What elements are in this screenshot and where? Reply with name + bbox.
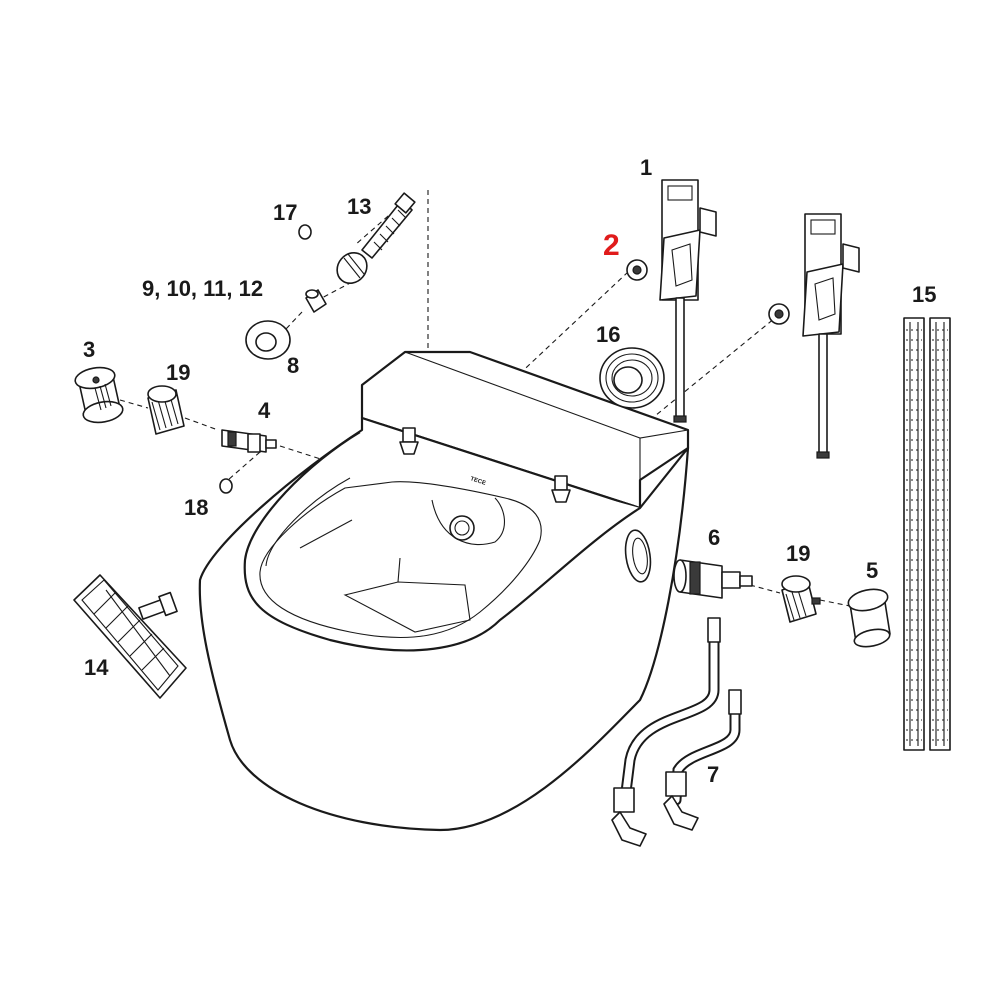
o-ring-part-18 [219, 478, 233, 494]
knob-part-19-right [781, 575, 821, 623]
valve-part-6 [673, 559, 753, 599]
label-part-16: 16 [596, 322, 620, 347]
label-part-17: 17 [273, 200, 297, 225]
label-part-19-right: 19 [786, 541, 810, 566]
grid-part-14 [73, 574, 187, 699]
plug-part-9-12 [305, 289, 327, 313]
label-part-5: 5 [866, 558, 878, 583]
seal-ring-part-16 [599, 347, 665, 409]
label-part-18: 18 [184, 495, 208, 520]
hose-part-13 [336, 192, 416, 285]
label-part-7: 7 [707, 762, 719, 787]
label-part-19-left: 19 [166, 360, 190, 385]
label-part-15: 15 [912, 282, 936, 307]
flush-mechanism-part-1 [659, 179, 717, 423]
brand-mark: TECE [469, 476, 486, 487]
toilet-bowl: TECE [198, 350, 690, 832]
label-part-4: 4 [258, 398, 271, 423]
knob-part-19-left [147, 385, 185, 435]
label-part-14: 14 [84, 655, 109, 680]
flush-mechanism-copy [802, 213, 860, 459]
nut-copy [768, 303, 790, 325]
flange-part-8 [245, 320, 291, 360]
label-part-8: 8 [287, 353, 299, 378]
label-part-2-highlighted: 2 [603, 229, 620, 262]
mounting-bolt-left [399, 427, 419, 455]
o-ring-part-17 [298, 224, 312, 240]
hoses-part-7 [611, 617, 742, 847]
label-part-13: 13 [347, 194, 371, 219]
label-part-3: 3 [83, 337, 95, 362]
fixing-strips-part-15 [903, 317, 951, 751]
label-parts-9-12: 9, 10, 11, 12 [142, 276, 263, 301]
nut-part-2 [626, 259, 648, 281]
label-part-1: 1 [640, 155, 652, 180]
mounting-bolt-right [551, 475, 571, 503]
label-part-6: 6 [708, 525, 720, 550]
cap-part-3 [74, 366, 124, 424]
part-labels: 1 2 3 4 5 6 7 8 9, 10, 11, 12 13 14 15 1… [83, 155, 936, 787]
cap-part-5 [847, 588, 891, 648]
valve-part-4 [221, 429, 277, 453]
